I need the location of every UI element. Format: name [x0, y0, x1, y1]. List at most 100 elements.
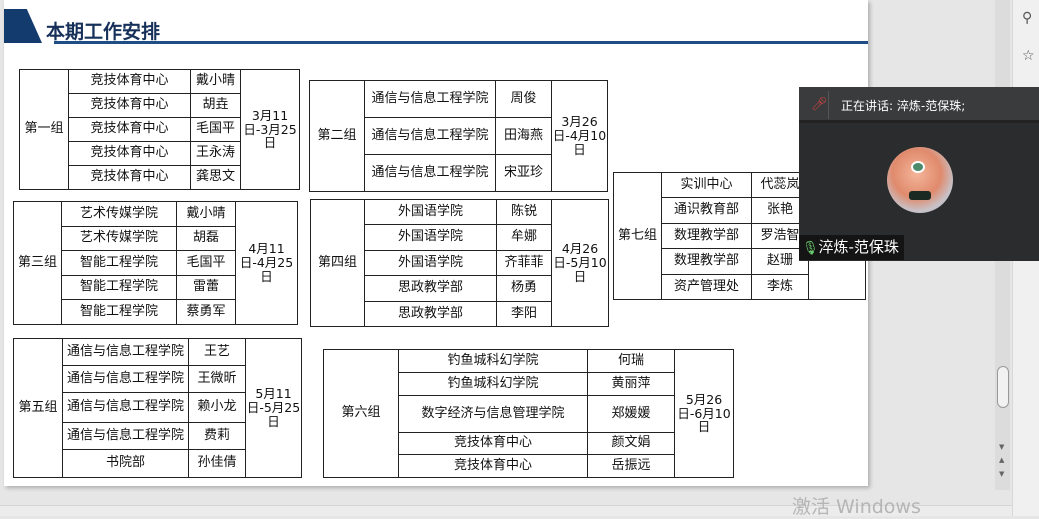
date-range: 4月26日-5月10日 — [551, 199, 609, 327]
department-cell: 竞技体育中心 — [398, 432, 588, 455]
date-range: 3月11日-3月25日 — [240, 69, 300, 190]
department-cell: 艺术传媒学院 — [61, 225, 177, 252]
mic-muted-icon[interactable]: 🎤︎ — [811, 97, 828, 112]
department-cell: 外国语学院 — [364, 224, 497, 251]
participant-name-tag: 🎙︎淬炼-范保珠 — [799, 235, 904, 260]
person-name-cell: 李阳 — [496, 300, 552, 327]
date-range: 5月11日-5月25日 — [245, 338, 302, 478]
table-row: 智能工程学院毛国平 — [14, 250, 298, 276]
department-cell: 通信与信息工程学院 — [364, 154, 496, 192]
group-label: 第三组 — [13, 201, 62, 325]
person-name-cell: 何瑞 — [587, 349, 675, 373]
person-name-cell: 颜文娟 — [587, 432, 675, 455]
department-cell: 通信与信息工程学院 — [62, 365, 189, 393]
department-cell: 竞技体育中心 — [68, 141, 191, 166]
table-row: 智能工程学院蔡勇军 — [14, 299, 298, 325]
department-cell: 实训中心 — [661, 171, 752, 199]
divider — [828, 91, 829, 119]
department-cell: 通信与信息工程学院 — [364, 80, 496, 118]
table-row: 通信与信息工程学院宋亚珍 — [310, 154, 608, 192]
status-bar — [0, 505, 1012, 516]
table-row: 通信与信息工程学院王微昕 — [14, 365, 302, 393]
person-name-cell: 岳振远 — [587, 454, 675, 478]
person-name-cell: 胡磊 — [176, 225, 236, 252]
person-name-cell: 郑媛媛 — [587, 395, 675, 433]
group-label: 第一组 — [19, 69, 69, 190]
department-cell: 书院部 — [62, 449, 189, 478]
date-range: 4月11日-4月25日 — [235, 201, 298, 325]
department-cell: 思政教学部 — [364, 300, 497, 327]
table-row: 通信与信息工程学院赖小龙 — [14, 392, 302, 423]
department-cell: 外国语学院 — [364, 249, 497, 277]
table-row: 思政教学部杨勇 — [311, 275, 609, 302]
table-row: 书院部孙佳倩 — [14, 449, 302, 478]
department-cell: 资产管理处 — [661, 273, 752, 300]
person-name-cell: 李炼 — [751, 273, 809, 300]
table-row: 思政教学部李阳 — [311, 300, 609, 327]
department-cell: 竞技体育中心 — [398, 454, 588, 478]
department-cell: 通信与信息工程学院 — [62, 392, 189, 423]
meeting-video-panel[interactable]: 🎤︎ 正在讲话: 淬炼-范保珠; 🎙︎淬炼-范保珠 — [799, 87, 1039, 261]
person-name-cell: 赖小龙 — [188, 392, 246, 423]
table-row: 数理教学部罗浩智 — [614, 222, 866, 250]
next-page-icon[interactable]: ▼ — [999, 470, 1005, 478]
person-name-cell: 齐菲菲 — [496, 249, 552, 277]
department-cell: 智能工程学院 — [61, 274, 177, 301]
table-row: 艺术传媒学院胡磊 — [14, 225, 298, 252]
table-row: 数字经济与信息管理学院郑媛媛 — [324, 395, 734, 433]
participant-avatar — [887, 147, 953, 213]
person-name-cell: 孙佳倩 — [188, 449, 246, 478]
person-name-cell: 龚思文 — [190, 165, 241, 190]
group-label: 第六组 — [323, 349, 399, 478]
table-row: 竞技体育中心王永涛 — [20, 141, 300, 166]
activation-watermark: 激活 Windows — [792, 496, 921, 518]
prev-page-icon[interactable]: ▲ — [999, 456, 1005, 464]
table-row: 通识教育部张艳 — [614, 197, 866, 224]
person-name-cell: 费莉 — [188, 422, 246, 450]
mic-icon: 🎙︎ — [802, 241, 819, 256]
person-name-cell: 田海燕 — [495, 117, 552, 155]
department-cell: 通信与信息工程学院 — [364, 117, 496, 155]
department-cell: 数理教学部 — [661, 222, 752, 250]
person-name-cell: 牟娜 — [496, 224, 552, 251]
person-name-cell: 戴小晴 — [176, 201, 236, 227]
table-row: 竞技体育中心毛国平 — [20, 117, 300, 142]
star-icon[interactable]: ☆ — [1022, 48, 1035, 64]
table-row: 外国语学院齐菲菲 — [311, 249, 609, 277]
page-title: 本期工作安排 — [46, 21, 161, 43]
table-row: 竞技体育中心胡垚 — [20, 93, 300, 118]
department-cell: 通信与信息工程学院 — [62, 422, 189, 450]
person-name-cell: 蔡勇军 — [176, 299, 236, 325]
table-row: 竞技体育中心岳振远 — [324, 454, 734, 478]
person-name-cell: 王微昕 — [188, 365, 246, 393]
table-row: 通信与信息工程学院田海燕 — [310, 117, 608, 155]
table-row: 资产管理处李炼 — [614, 273, 866, 300]
department-cell: 钓鱼城科幻学院 — [398, 349, 588, 373]
department-cell: 通信与信息工程学院 — [62, 338, 189, 366]
title-underline — [54, 41, 868, 44]
person-name-cell: 黄丽萍 — [587, 372, 675, 396]
person-name-cell: 王永涛 — [190, 141, 241, 166]
scrollbar-thumb[interactable] — [997, 366, 1009, 408]
department-cell: 竞技体育中心 — [68, 69, 191, 94]
person-name-cell: 戴小晴 — [190, 69, 241, 94]
adjust-icon[interactable]: ⚲ — [1022, 10, 1033, 26]
department-cell: 智能工程学院 — [61, 250, 177, 276]
scroll-down-icon[interactable]: ▼ — [999, 443, 1005, 451]
person-name-cell: 王艺 — [188, 338, 246, 366]
department-cell: 思政教学部 — [364, 275, 497, 302]
group-label: 第七组 — [613, 172, 662, 300]
person-name-cell: 毛国平 — [176, 250, 236, 276]
table-row: 竞技体育中心龚思文 — [20, 165, 300, 190]
participant-name: 淬炼-范保珠 — [818, 238, 899, 256]
person-name-cell: 陈锐 — [496, 198, 552, 226]
